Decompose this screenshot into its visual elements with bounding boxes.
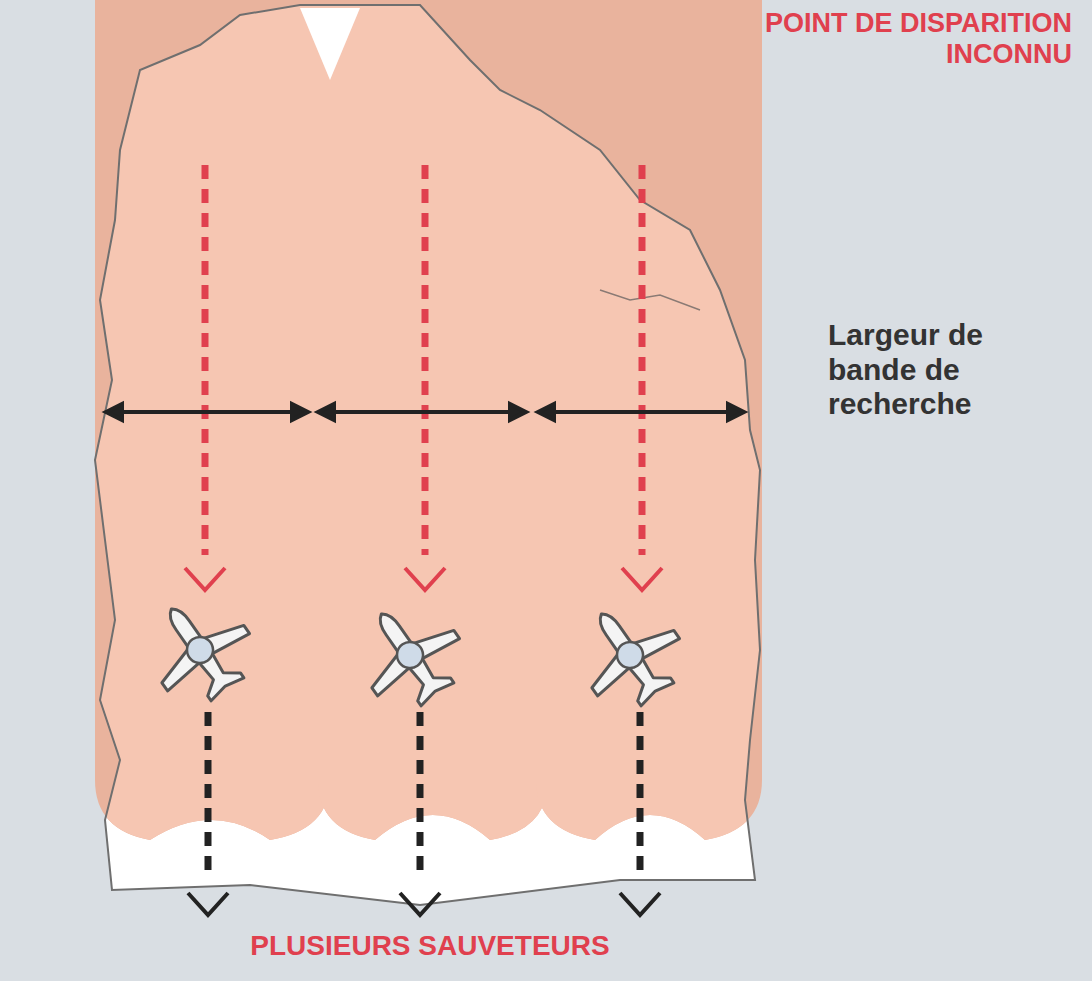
white-notch	[300, 8, 360, 80]
band-width-arrow	[106, 404, 744, 420]
coastline	[95, 5, 760, 905]
search-bands-on-land	[95, 0, 762, 840]
title-label: POINT DE DISPARITION INCONNU	[760, 8, 1072, 70]
annotation-label: Largeur de bande de recherche	[828, 318, 1038, 422]
caption-label: PLUSIEURS SAUVETEURS	[150, 930, 710, 962]
continuation-arrowhead	[188, 893, 660, 915]
airplane-icon	[560, 585, 698, 723]
track-arrowhead	[185, 568, 662, 590]
continuation-track	[208, 712, 640, 880]
search-bands	[95, 0, 762, 840]
airplane-icon	[130, 580, 268, 718]
search-track	[205, 165, 642, 555]
airplane-icon	[340, 585, 478, 723]
river	[600, 290, 700, 310]
rescue-planes	[130, 580, 698, 723]
